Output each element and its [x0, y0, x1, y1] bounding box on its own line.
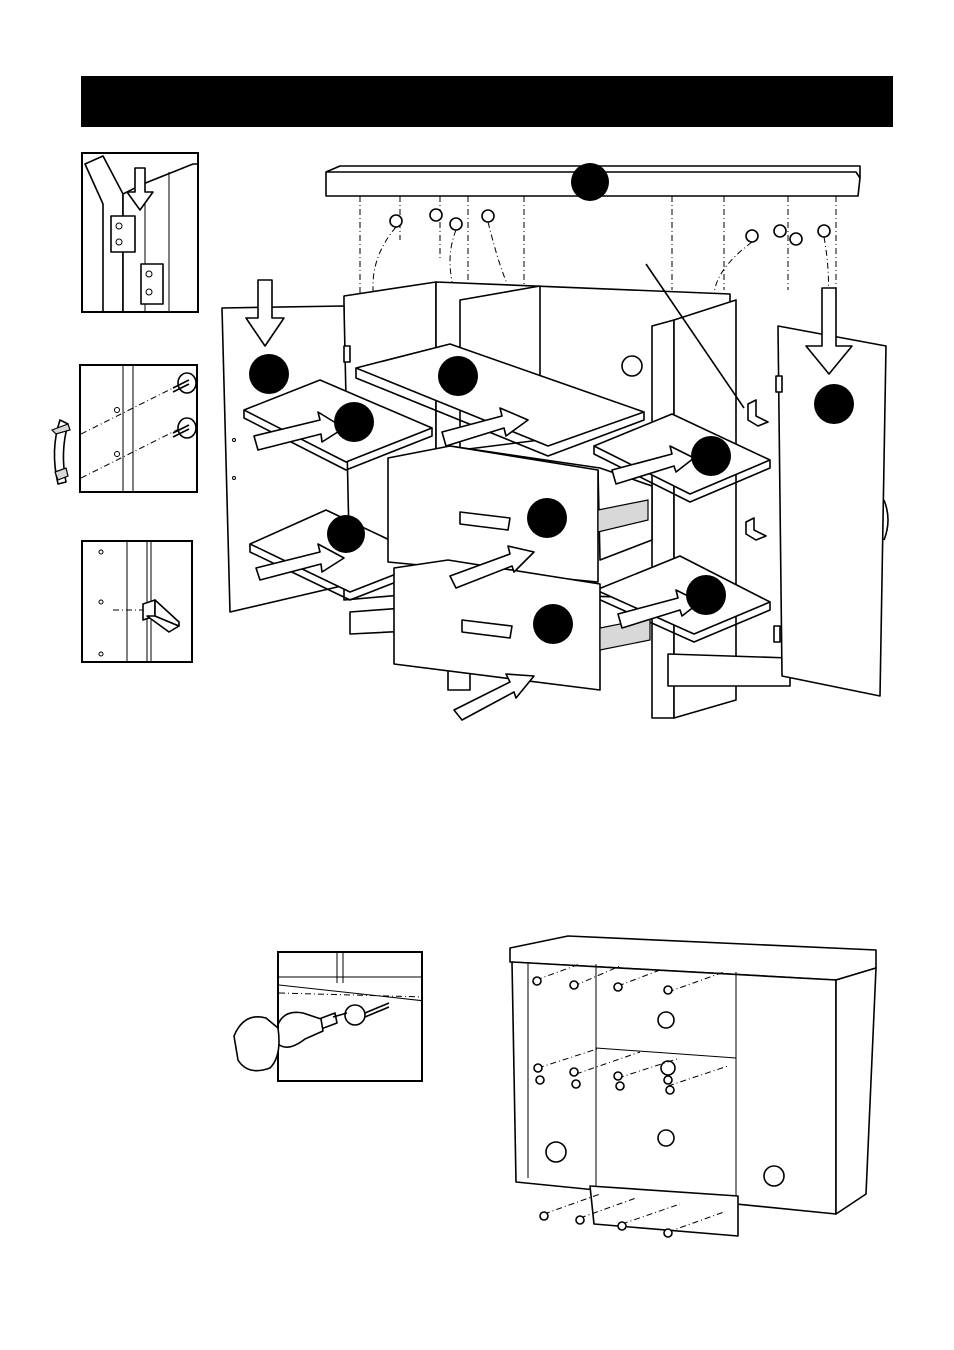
- assembled-cabinet-back-view: [0, 0, 954, 1350]
